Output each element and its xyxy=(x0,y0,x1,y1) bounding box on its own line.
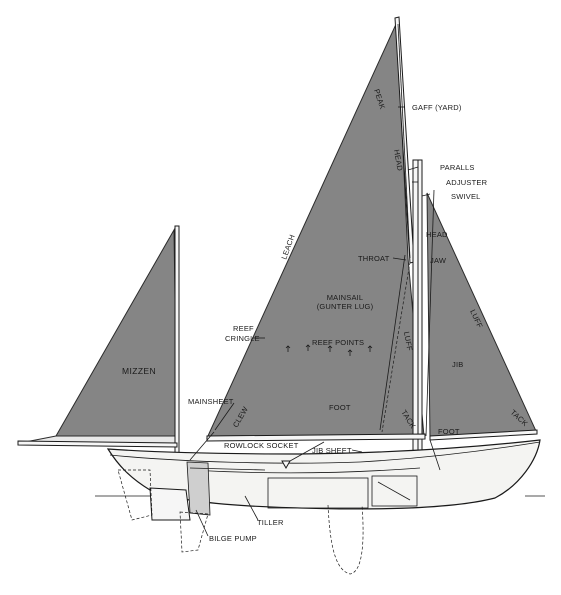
label-mainsheet: MAINSHEET xyxy=(188,397,234,406)
label-tiller: TILLER xyxy=(257,518,284,527)
mizzen-mast xyxy=(174,225,180,467)
label-foot-main: FOOT xyxy=(329,403,351,412)
tiller-bar xyxy=(189,467,266,471)
interior-box xyxy=(371,475,418,507)
leader-jib-sheet xyxy=(351,449,363,453)
reef-point-4 xyxy=(347,349,353,356)
jib-sheet-lead xyxy=(429,439,441,471)
label-mizzen: MIZZEN xyxy=(122,366,156,376)
label-paralls: PARALLS xyxy=(440,163,475,172)
leader-rowlock xyxy=(289,441,325,462)
throat-line xyxy=(379,254,406,431)
label-swivel: SWIVEL xyxy=(451,192,481,201)
label-mainsail: MAINSAIL xyxy=(327,293,364,302)
label-adjuster: ADJUSTER xyxy=(446,178,488,187)
label-rowlock-socket: ROWLOCK SOCKET xyxy=(224,441,299,450)
label-gaff-yard: GAFF (YARD) xyxy=(412,103,462,112)
label-head-jib: HEAD xyxy=(426,230,448,239)
leader-swivel xyxy=(421,193,431,197)
interior-locker xyxy=(267,477,369,509)
main-luff-line xyxy=(381,261,411,433)
thwart-line xyxy=(189,467,421,474)
leader-throat xyxy=(392,257,407,261)
interior-strut xyxy=(377,481,411,501)
label-reef-points: REEF POINTS xyxy=(312,338,364,347)
main-boom xyxy=(206,433,426,442)
jib-luff-rope xyxy=(425,189,435,437)
label-throat: THROAT xyxy=(358,254,390,263)
label-reef: REEF xyxy=(233,324,254,333)
sheer-line xyxy=(109,441,541,464)
leader-tiller xyxy=(244,495,259,521)
peak-halyard xyxy=(397,23,411,259)
label-foot-jib: FOOT xyxy=(438,427,460,436)
leader-bilge-pump xyxy=(195,509,209,537)
bilge-pump-body xyxy=(186,461,211,516)
main-mast-aft xyxy=(417,159,423,461)
reef-point-3 xyxy=(327,345,333,352)
reef-point-5 xyxy=(367,345,373,352)
reef-point-2 xyxy=(305,344,311,351)
mainsheet-line xyxy=(189,431,215,461)
label-bilge-pump: BILGE PUMP xyxy=(209,534,257,543)
mizzen-boom xyxy=(17,440,178,448)
label-head-main: HEAD xyxy=(392,149,405,172)
label-luff-main: LUFF xyxy=(402,331,414,352)
bilge-pump-outline xyxy=(179,511,209,553)
leader-paralls xyxy=(407,166,419,171)
leader-mainsheet xyxy=(214,402,235,431)
label-jaw: JAW xyxy=(430,256,447,265)
rudder xyxy=(149,487,191,521)
label-jib-sheet: JIB SHEET xyxy=(312,446,352,455)
mizzen-sail xyxy=(55,228,178,437)
label-gunter-lug: (GUNTER LUG) xyxy=(317,302,374,311)
reef-point-1 xyxy=(285,345,291,352)
rudder-swing-outline xyxy=(117,469,153,521)
rowlock-socket-marker xyxy=(281,460,291,470)
label-cringle: CRINGLE xyxy=(225,334,260,343)
jib-boom xyxy=(429,429,538,441)
label-jib: JIB xyxy=(452,360,463,369)
centreboard-outline xyxy=(327,504,364,575)
